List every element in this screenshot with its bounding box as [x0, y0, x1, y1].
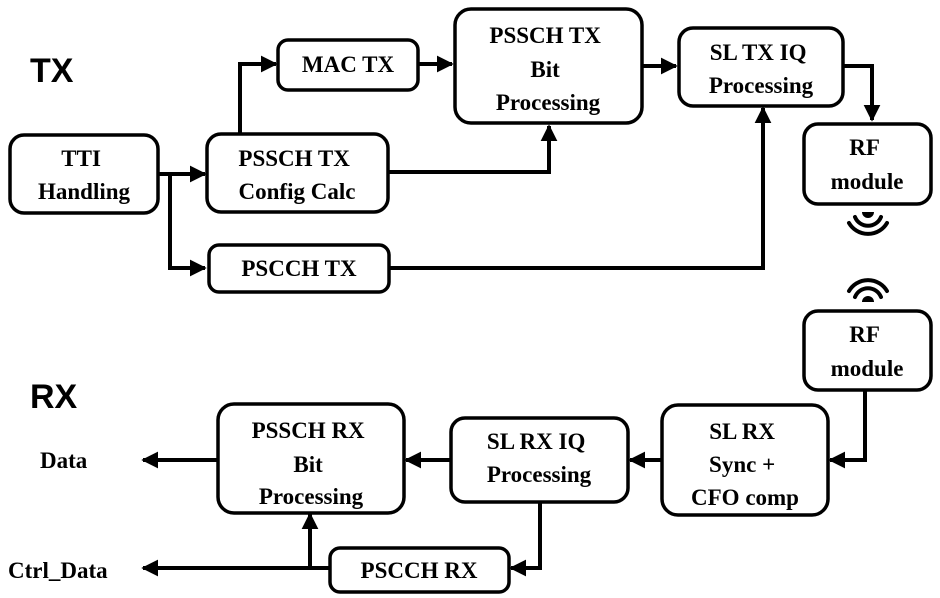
- tx-section-label: TX: [30, 52, 74, 90]
- block-label: PSCCH TX: [241, 256, 357, 281]
- tti-handling-block: TTI Handling: [8, 133, 160, 215]
- pssch-tx-config-calc-block: PSSCH TX Config Calc: [205, 132, 390, 214]
- wire-config-to-pssch-bit: [388, 124, 558, 174]
- wire-pscch-tx-to-iq: [389, 106, 772, 270]
- data-output-label: Data: [40, 448, 88, 473]
- pscch-rx-block: PSCCH RX: [328, 546, 511, 594]
- wire-config-to-mac: [238, 55, 278, 134]
- wireless-signal-up-icon: [847, 278, 889, 302]
- sl-rx-sync-cfo-comp-block: SL RX Sync + CFO comp: [660, 403, 830, 517]
- wire-iq-to-rf: [843, 64, 881, 122]
- rf-module-tx-block: RF module: [802, 122, 933, 206]
- block-label: SL RX Sync + CFO comp: [691, 419, 799, 510]
- mac-tx-block: MAC TX: [276, 38, 420, 92]
- rx-connections: [141, 390, 867, 577]
- rf-module-rx-block: RF module: [802, 309, 933, 392]
- pssch-tx-bit-processing-block: PSSCH TX Bit Processing: [453, 7, 644, 125]
- ctrl-data-output-label: Ctrl_Data: [8, 558, 108, 583]
- block-label: PSCCH RX: [361, 558, 478, 583]
- block-label: SL TX IQ Processing: [709, 40, 814, 98]
- tx-connections: [158, 55, 881, 277]
- pssch-rx-bit-processing-block: PSSCH RX Bit Processing: [216, 402, 406, 515]
- block-label: TTI Handling: [38, 146, 131, 204]
- wireless-signal-down-icon: [847, 212, 889, 236]
- block-label: RF module: [831, 322, 904, 381]
- block-label: MAC TX: [302, 52, 395, 77]
- sl-rx-iq-processing-block: SL RX IQ Processing: [449, 416, 630, 504]
- block-label: PSSCH TX Bit Processing: [489, 23, 606, 115]
- pscch-tx-block: PSCCH TX: [207, 243, 391, 294]
- wire-tti-to-pscch-tx: [168, 174, 207, 277]
- block-label: PSSCH RX Bit Processing: [252, 418, 371, 509]
- sl-tx-iq-processing-block: SL TX IQ Processing: [677, 26, 845, 108]
- wire-iq-to-pscch-rx: [509, 502, 542, 577]
- block-label: PSSCH TX Config Calc: [238, 146, 355, 204]
- wire-rf-to-sync: [828, 390, 867, 469]
- block-label: SL RX IQ Processing: [487, 429, 592, 487]
- rx-section-label: RX: [30, 378, 78, 416]
- block-label: RF module: [831, 135, 904, 194]
